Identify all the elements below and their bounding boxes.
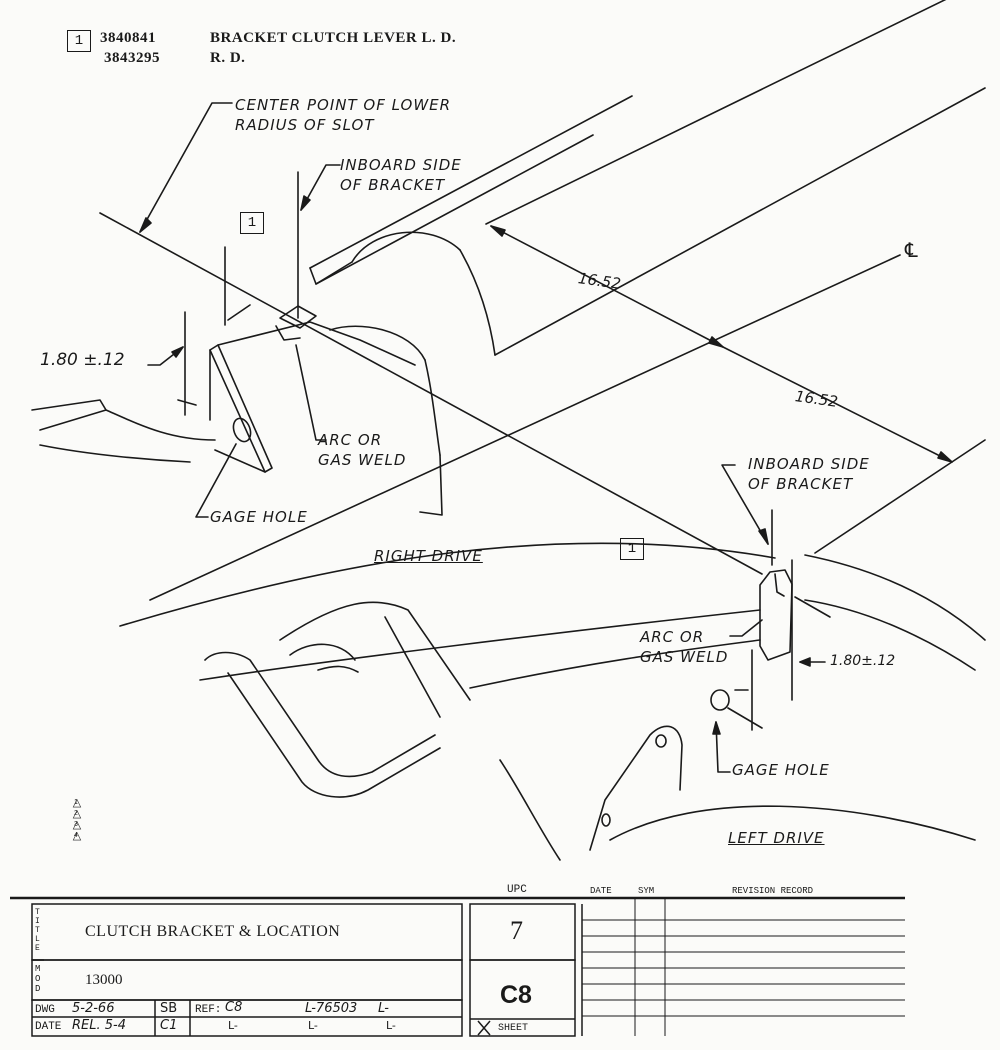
- ref-number-suffix: L-: [378, 1001, 389, 1016]
- part-description-rd: R. D.: [210, 50, 246, 66]
- revision-triangle-3: △3: [72, 819, 82, 831]
- callout-inboard-side-top: INBOARD SIDE OF BRACKET: [340, 156, 462, 194]
- ref-number: L-76503: [305, 1001, 358, 1016]
- date-column-label: DATE: [590, 886, 612, 896]
- callout-inboard-side-right: INBOARD SIDE OF BRACKET: [748, 455, 870, 493]
- date-label: DATE: [35, 1021, 62, 1033]
- dwg-label: DWG: [35, 1004, 55, 1016]
- upc-value: 7: [510, 916, 523, 945]
- callout-arc-weld-right: ARC OR GAS WELD: [640, 628, 729, 666]
- centerline-line: [149, 254, 901, 601]
- tunnel-hump: [351, 231, 461, 263]
- release-l-3: L-: [386, 1019, 396, 1032]
- callout-arc-weld-left: ARC OR GAS WELD: [318, 431, 407, 469]
- dimension-1-80-right: 1.80±.12: [830, 653, 896, 669]
- sym-column-label: SYM: [638, 886, 655, 896]
- callout-gage-hole-left: GAGE HOLE: [210, 508, 308, 526]
- part-number-ld: 3840841: [100, 30, 156, 46]
- revision-triangle-4: △4: [72, 830, 82, 842]
- leader-inboard-top: [300, 164, 341, 211]
- drawing-title: CLUTCH BRACKET & LOCATION: [85, 923, 341, 940]
- release-value: REL. 5-4: [72, 1018, 126, 1033]
- lower-bracket: [204, 651, 436, 778]
- ref-value: C8: [225, 1000, 243, 1015]
- mod-value: 13000: [85, 972, 123, 988]
- callout-gage-hole-right: GAGE HOLE: [732, 761, 830, 779]
- dim-line-b: [722, 346, 953, 463]
- part-number-rd: 3843295: [104, 50, 160, 66]
- view-label-right-drive: RIGHT DRIVE: [374, 547, 483, 565]
- release-l-1: L-: [228, 1019, 238, 1032]
- dim-line-a: [490, 225, 724, 348]
- centerline-symbol: ℄: [905, 238, 918, 262]
- title-block: UPC DATE SYM REVISION RECORD TITLE CLUTC…: [10, 878, 905, 1043]
- sheet-label: SHEET: [498, 1023, 529, 1034]
- release-l-2: L-: [308, 1019, 318, 1032]
- leader-center-point: [139, 102, 233, 233]
- bracket-left-drive: [751, 509, 831, 731]
- callout-center-point: CENTER POINT OF LOWER RADIUS OF SLOT: [235, 96, 452, 134]
- title-label: TITLE: [35, 908, 40, 953]
- upc-label: UPC: [507, 884, 527, 896]
- revision-triangle-1: △1: [72, 797, 82, 809]
- revision-triangles: △1 △2 △3 △4: [66, 796, 88, 842]
- floor-pan-curve: [119, 542, 776, 627]
- ref-box-lower: 1: [620, 538, 644, 560]
- release-initials: C1: [160, 1018, 178, 1033]
- revision-record-label: REVISION RECORD: [732, 886, 814, 896]
- dimension-1-80-left: 1.80 ±.12: [40, 350, 125, 370]
- view-label-left-drive: LEFT DRIVE: [728, 829, 825, 847]
- part-description-ld: BRACKET CLUTCH LEVER L. D.: [210, 30, 457, 46]
- ref-label: REF:: [195, 1004, 222, 1016]
- item-number-box: 1: [67, 30, 91, 52]
- bracket-right-drive: [209, 305, 416, 473]
- revision-triangle-2: △2: [72, 808, 82, 820]
- sheet-value: C8: [500, 981, 532, 1009]
- dwg-date: 5-2-66: [72, 1001, 115, 1016]
- mod-label: MOD: [35, 964, 41, 994]
- ref-box-upper: 1: [240, 212, 264, 234]
- upper-rail: [309, 95, 633, 269]
- dwg-initials: SB: [160, 1001, 178, 1016]
- floor-rail-left: [31, 399, 107, 431]
